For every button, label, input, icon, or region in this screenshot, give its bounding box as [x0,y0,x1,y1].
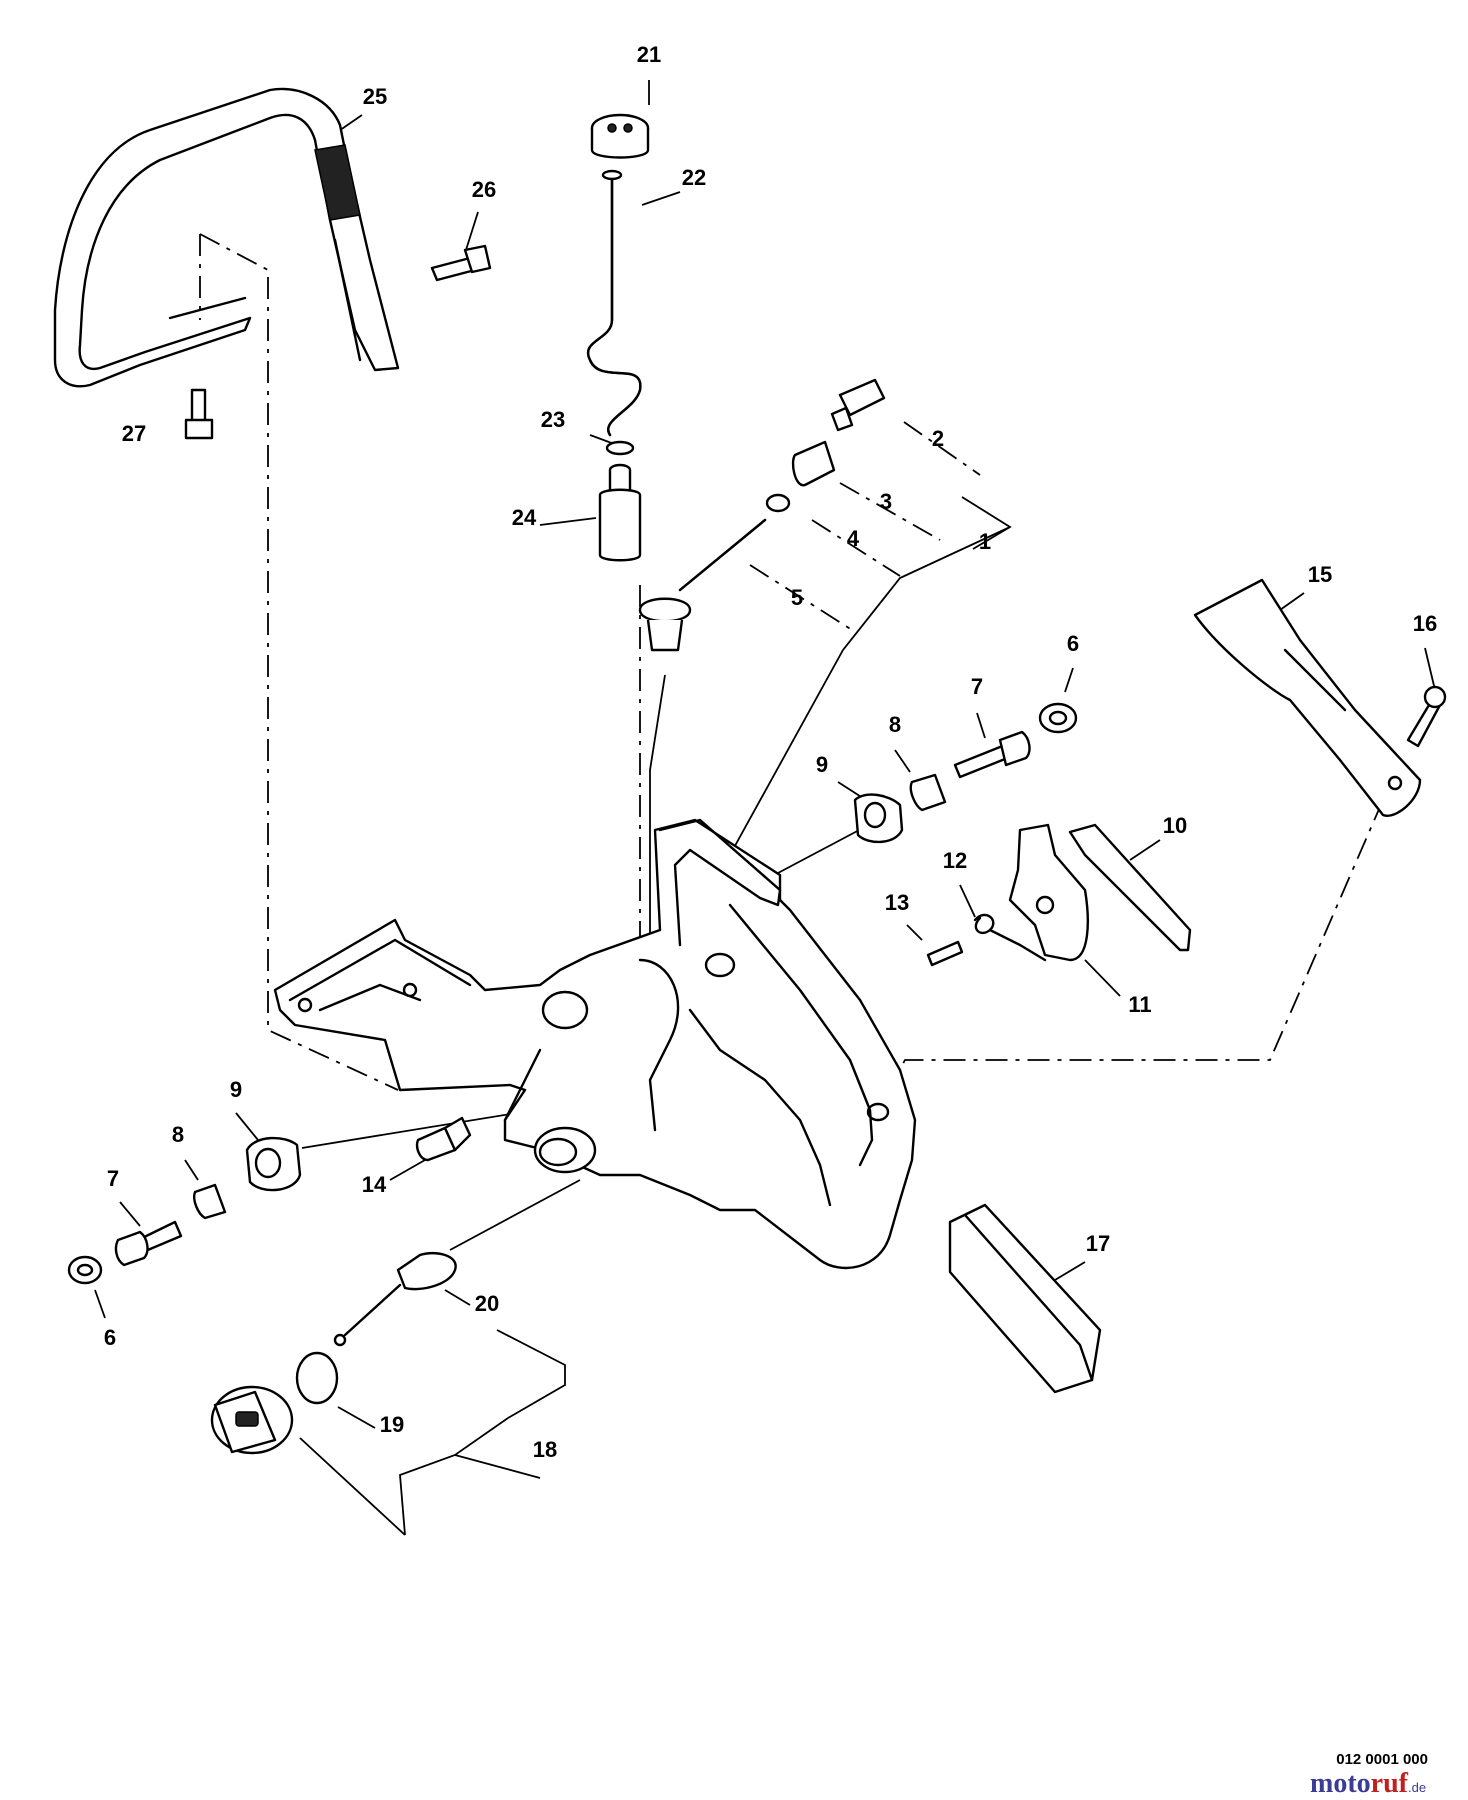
part-15-handle-cover [1193,578,1422,817]
callout-11: 11 [1128,992,1151,1017]
callout-1: 1 [979,529,991,554]
callout-21: 21 [637,42,661,67]
callout-6-top: 6 [1067,631,1079,656]
callout-23: 23 [541,407,565,432]
callout-18: 18 [533,1437,557,1462]
watermark-brand-a: moto [1310,1768,1371,1799]
callout-27: 27 [122,421,146,446]
callout-3: 3 [880,489,892,514]
callout-24: 24 [512,505,537,530]
watermark-brand-b: ruf [1371,1768,1409,1799]
callout-14: 14 [362,1172,387,1197]
part-17-grip [948,1203,1102,1394]
part-22-hose [586,169,642,437]
callout-19: 19 [380,1412,404,1437]
callout-5: 5 [791,585,803,610]
part-13-pin [926,940,964,967]
part-11-throttle-trigger [1008,823,1089,962]
callout-16: 16 [1413,611,1437,636]
part-6-washer-top [1038,702,1078,734]
callout-12: 12 [943,848,967,873]
part-1-oil-pump-assembly [638,378,886,652]
part-20-dipstick [333,1251,457,1347]
callout-4: 4 [847,526,860,551]
part-main-rear-handle-housing [273,818,917,1270]
part-10-trigger-lever [1068,823,1192,952]
part-9-buffer-top [853,793,904,844]
callout-7-top: 7 [971,674,983,699]
part-21-cap [590,113,650,159]
svg-text:motoruf.de: motoruf.de [1310,1768,1426,1799]
part-9-buffer-bottom [245,1136,302,1192]
part-7-bolt-top [953,730,1031,779]
drawing-code: 012 0001 000 [1336,1751,1428,1768]
part-27-bolt [184,388,214,440]
callout-15: 15 [1308,562,1332,587]
part-25-front-handle [53,87,400,388]
callout-9-top: 9 [816,752,828,777]
part-12-spring [973,913,1047,962]
part-8-spacer-top [909,773,947,812]
callout-9-bottom: 9 [230,1077,242,1102]
part-8-spacer-bottom [193,1183,227,1220]
callout-8-top: 8 [889,712,901,737]
part-14-nipple [415,1116,472,1162]
part-16-screw [1406,685,1447,748]
watermark-logo: motoruf.de [1310,1768,1426,1799]
part-6-washer-bottom [67,1255,103,1285]
callout-8-bottom: 8 [172,1122,184,1147]
part-19-o-ring [295,1351,339,1405]
callout-20: 20 [475,1291,499,1316]
callout-13: 13 [885,890,909,915]
callout-2: 2 [932,426,944,451]
leader-lines [94,80,1436,1536]
part-7-bolt-bottom [114,1220,183,1267]
callout-labels: 1 2 3 4 5 6 7 8 9 10 11 12 13 14 15 16 1… [104,42,1437,1462]
callout-6-bottom: 6 [104,1325,116,1350]
part-26-bolt [430,244,492,282]
callout-17: 17 [1086,1231,1110,1256]
callout-26: 26 [472,177,496,202]
part-24-filter [598,463,642,562]
part-18-tank-cap [210,1385,294,1455]
watermark-suffix: .de [1408,1780,1426,1795]
callout-25: 25 [363,84,387,109]
callout-7-bottom: 7 [107,1166,119,1191]
callout-10: 10 [1163,813,1187,838]
callout-22: 22 [682,165,706,190]
part-23-ring [605,440,635,456]
